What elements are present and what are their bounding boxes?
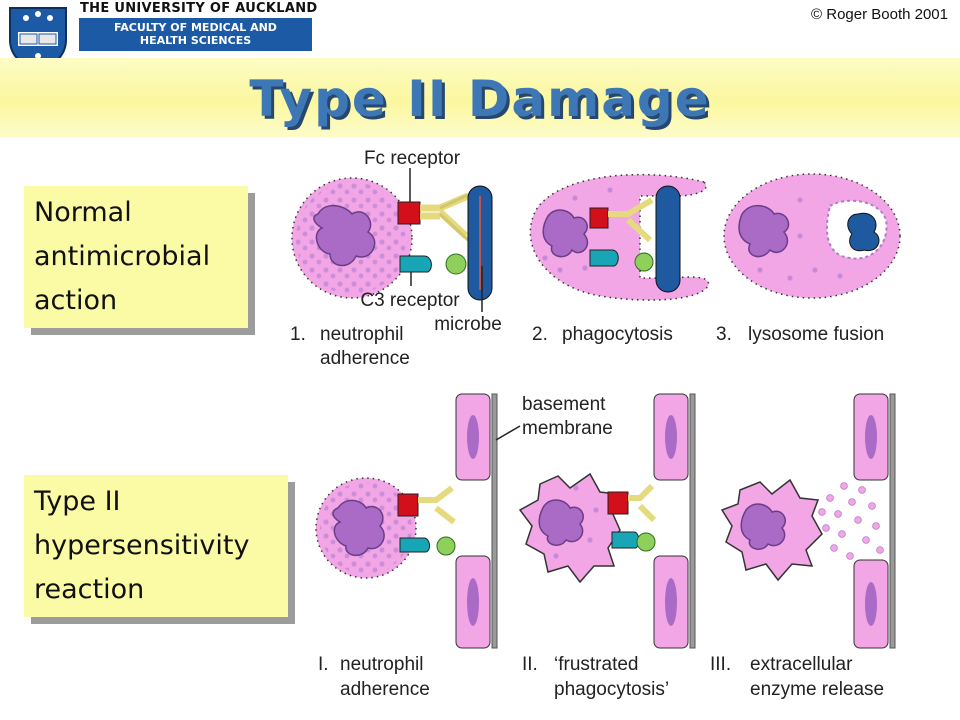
bottom-step-1-caption: I. neutrophil adherence	[318, 654, 430, 700]
step-line-2: adherence	[320, 348, 410, 369]
step-number: 1.	[290, 324, 306, 345]
faculty-line-1: FACULTY OF MEDICAL AND	[114, 21, 277, 34]
step-line-1: neutrophil	[340, 654, 423, 675]
lysosome-fusion-cell	[723, 173, 901, 299]
step-line-1: extracellular	[750, 654, 853, 675]
step-line-2: phagocytosis’	[554, 679, 669, 700]
basement-label-2: membrane	[522, 418, 613, 439]
nucleus	[313, 204, 376, 267]
label-line: Type II	[34, 486, 121, 517]
copyright-notice: © Roger Booth 2001	[811, 6, 948, 23]
tissue-column-1	[455, 393, 498, 649]
title-band	[0, 58, 960, 137]
university-crest-icon	[9, 7, 67, 72]
c3-receptor-shape	[399, 255, 432, 273]
label-line: reaction	[34, 574, 145, 605]
slide-title: Type II Damage	[249, 70, 711, 128]
complement-shape	[445, 253, 467, 275]
step-line-2: enzyme release	[750, 679, 884, 700]
step-number: 3.	[716, 324, 732, 345]
microbe-label: microbe	[434, 314, 502, 335]
nucleus	[542, 209, 589, 258]
step-line-1: phagocytosis	[562, 324, 673, 345]
frustrated-cell	[518, 472, 621, 584]
type2-reaction-label: Type II hypersensitivity reaction	[24, 475, 288, 617]
label-line: action	[34, 285, 118, 316]
tissue-column-2	[653, 393, 696, 649]
fc-receptor-label: Fc receptor	[364, 148, 461, 169]
step-line-1: neutrophil	[320, 324, 403, 345]
step-line-1: ‘frustrated	[554, 654, 638, 675]
neutrophil-cell-bottom	[315, 477, 417, 579]
fc-receptor-shape	[397, 201, 421, 225]
faculty-line-2: HEALTH SCIENCES	[139, 34, 252, 47]
neutrophil-cell	[291, 177, 413, 299]
phagocytosing-cell	[529, 173, 710, 301]
top-step-3-caption: 3. lysosome fusion	[716, 324, 884, 345]
faculty-banner: FACULTY OF MEDICAL AND HEALTH SCIENCES	[79, 18, 312, 51]
c3-receptor-label: C3 receptor	[360, 290, 460, 311]
normal-action-label: Normal antimicrobial action	[24, 186, 248, 328]
bottom-step-3-caption: III. extracellular enzyme release	[710, 654, 884, 700]
top-step-1-caption: 1. neutrophil adherence	[290, 324, 410, 369]
step-line-1: lysosome fusion	[748, 324, 884, 345]
released-enzymes	[818, 482, 884, 560]
label-line: Normal	[34, 197, 132, 228]
top-step-2-caption: 2. phagocytosis	[532, 324, 673, 345]
step-number: II.	[522, 654, 538, 675]
university-name: THE UNIVERSITY OF AUCKLAND	[80, 1, 318, 16]
bottom-step-2-caption: II. ‘frustrated phagocytosis’	[522, 654, 669, 700]
step-number: I.	[318, 654, 329, 675]
basement-label-1: basement	[522, 394, 606, 415]
step-number: 2.	[532, 324, 548, 345]
label-line: hypersensitivity	[34, 530, 250, 561]
tissue-column-3	[853, 393, 896, 649]
step-line-2: adherence	[340, 679, 430, 700]
step-number: III.	[710, 654, 731, 675]
label-line: antimicrobial	[34, 241, 211, 272]
degranulating-cell	[720, 478, 823, 582]
